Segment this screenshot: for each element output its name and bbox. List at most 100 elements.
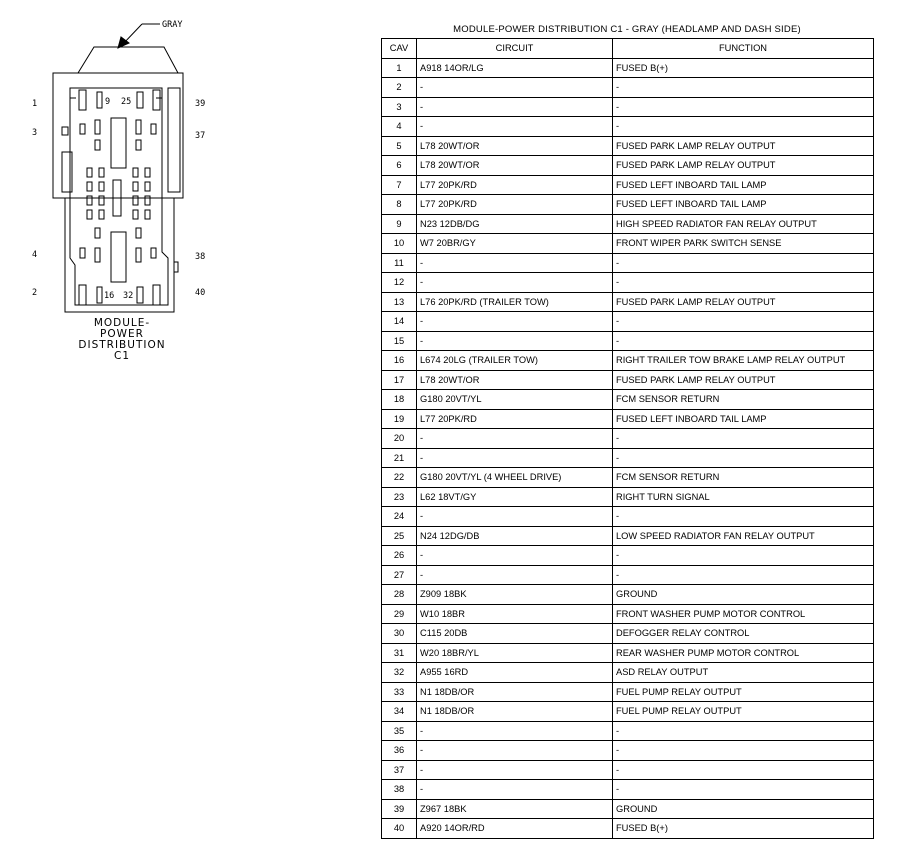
cell-circuit: - — [416, 311, 613, 332]
cell-circuit: - — [416, 77, 613, 98]
cell-circuit: - — [416, 545, 613, 566]
cell-function: - — [612, 720, 874, 741]
table-row: 37-- — [381, 759, 874, 780]
pin-label-2: 2 — [32, 288, 37, 298]
cell-cav: 11 — [381, 252, 417, 273]
pin-label-9: 9 — [105, 97, 110, 107]
cell-function: ASD RELAY OUTPUT — [612, 662, 874, 683]
cell-circuit: - — [416, 330, 613, 351]
cell-cav: 13 — [381, 291, 417, 312]
cell-function: LOW SPEED RADIATOR FAN RELAY OUTPUT — [612, 525, 874, 546]
cell-circuit: W20 18BR/YL — [416, 642, 613, 663]
cell-function: - — [612, 252, 874, 273]
pin-label-16: 16 — [104, 291, 114, 301]
cell-cav: 1 — [381, 57, 417, 78]
cell-cav: 31 — [381, 642, 417, 663]
cell-function: REAR WASHER PUMP MOTOR CONTROL — [612, 642, 874, 663]
cell-circuit: N24 12DG/DB — [416, 525, 613, 546]
header-circuit: CIRCUIT — [416, 38, 613, 59]
cell-cav: 4 — [381, 116, 417, 137]
cell-function: FUSED PARK LAMP RELAY OUTPUT — [612, 291, 874, 312]
caption-line-1: MODULE- — [93, 317, 151, 329]
pinout-table-section: MODULE-POWER DISTRIBUTION C1 - GRAY (HEA… — [381, 22, 874, 839]
cell-circuit: L674 20LG (TRAILER TOW) — [416, 350, 613, 371]
cell-cav: 23 — [381, 486, 417, 507]
cell-cav: 35 — [381, 720, 417, 741]
cell-cav: 29 — [381, 603, 417, 624]
cell-function: - — [612, 272, 874, 293]
cell-cav: 19 — [381, 408, 417, 429]
cell-circuit: - — [416, 506, 613, 527]
cell-cav: 32 — [381, 662, 417, 683]
cell-cav: 24 — [381, 506, 417, 527]
table-title: MODULE-POWER DISTRIBUTION C1 - GRAY (HEA… — [453, 24, 801, 35]
cell-circuit: - — [416, 96, 613, 117]
table-row: 14-- — [381, 311, 874, 332]
cell-cav: 28 — [381, 584, 417, 605]
caption-line-2: POWER — [100, 328, 144, 340]
pin-label-39: 39 — [195, 99, 205, 109]
cell-cav: 36 — [381, 740, 417, 761]
header-cav: CAV — [381, 38, 417, 59]
table-header-row: CAV CIRCUIT FUNCTION — [381, 38, 874, 59]
cell-circuit: N1 18DB/OR — [416, 681, 613, 702]
color-label: GRAY — [162, 20, 182, 30]
cell-circuit: - — [416, 116, 613, 137]
cell-function: FUSED LEFT INBOARD TAIL LAMP — [612, 174, 874, 195]
cell-cav: 6 — [381, 155, 417, 176]
cell-function: FUSED LEFT INBOARD TAIL LAMP — [612, 408, 874, 429]
cell-function: - — [612, 740, 874, 761]
cell-function: - — [612, 428, 874, 449]
cell-function: FCM SENSOR RETURN — [612, 389, 874, 410]
cell-circuit: G180 20VT/YL (4 WHEEL DRIVE) — [416, 467, 613, 488]
cell-function: GROUND — [612, 798, 874, 819]
cell-circuit: A918 14OR/LG — [416, 57, 613, 78]
cell-cav: 15 — [381, 330, 417, 351]
cell-cav: 7 — [381, 174, 417, 195]
table-row: 4-- — [381, 116, 874, 137]
cell-circuit: L78 20WT/OR — [416, 155, 613, 176]
connector-drawing: GRAY 1 3 4 2 39 37 38 40 9 25 16 32 — [32, 20, 205, 313]
cell-function: - — [612, 506, 874, 527]
cell-cav: 39 — [381, 798, 417, 819]
cell-function: FCM SENSOR RETURN — [612, 467, 874, 488]
cell-circuit: N1 18DB/OR — [416, 701, 613, 722]
cell-circuit: L77 20PK/RD — [416, 174, 613, 195]
pin-label-1: 1 — [32, 99, 37, 109]
table-row: 11-- — [381, 252, 874, 273]
cell-circuit: A920 14OR/RD — [416, 818, 613, 839]
cell-circuit: L78 20WT/OR — [416, 369, 613, 390]
caption-line-3: DISTRIBUTION — [78, 339, 166, 351]
pin-label-25: 25 — [121, 97, 131, 107]
cell-circuit: C115 20DB — [416, 623, 613, 644]
cell-circuit: - — [416, 252, 613, 273]
cell-function: - — [612, 330, 874, 351]
cell-circuit: - — [416, 428, 613, 449]
cell-circuit: Z909 18BK — [416, 584, 613, 605]
cell-function: HIGH SPEED RADIATOR FAN RELAY OUTPUT — [612, 213, 874, 234]
cell-cav: 40 — [381, 818, 417, 839]
pin-label-40: 40 — [195, 288, 205, 298]
cell-cav: 26 — [381, 545, 417, 566]
cell-circuit: - — [416, 779, 613, 800]
cell-cav: 25 — [381, 525, 417, 546]
cell-function: DEFOGGER RELAY CONTROL — [612, 623, 874, 644]
table-row: 35-- — [381, 720, 874, 741]
connector-caption: MODULE- POWER DISTRIBUTION C1 — [42, 318, 202, 362]
cell-cav: 3 — [381, 96, 417, 117]
cell-function: - — [612, 545, 874, 566]
